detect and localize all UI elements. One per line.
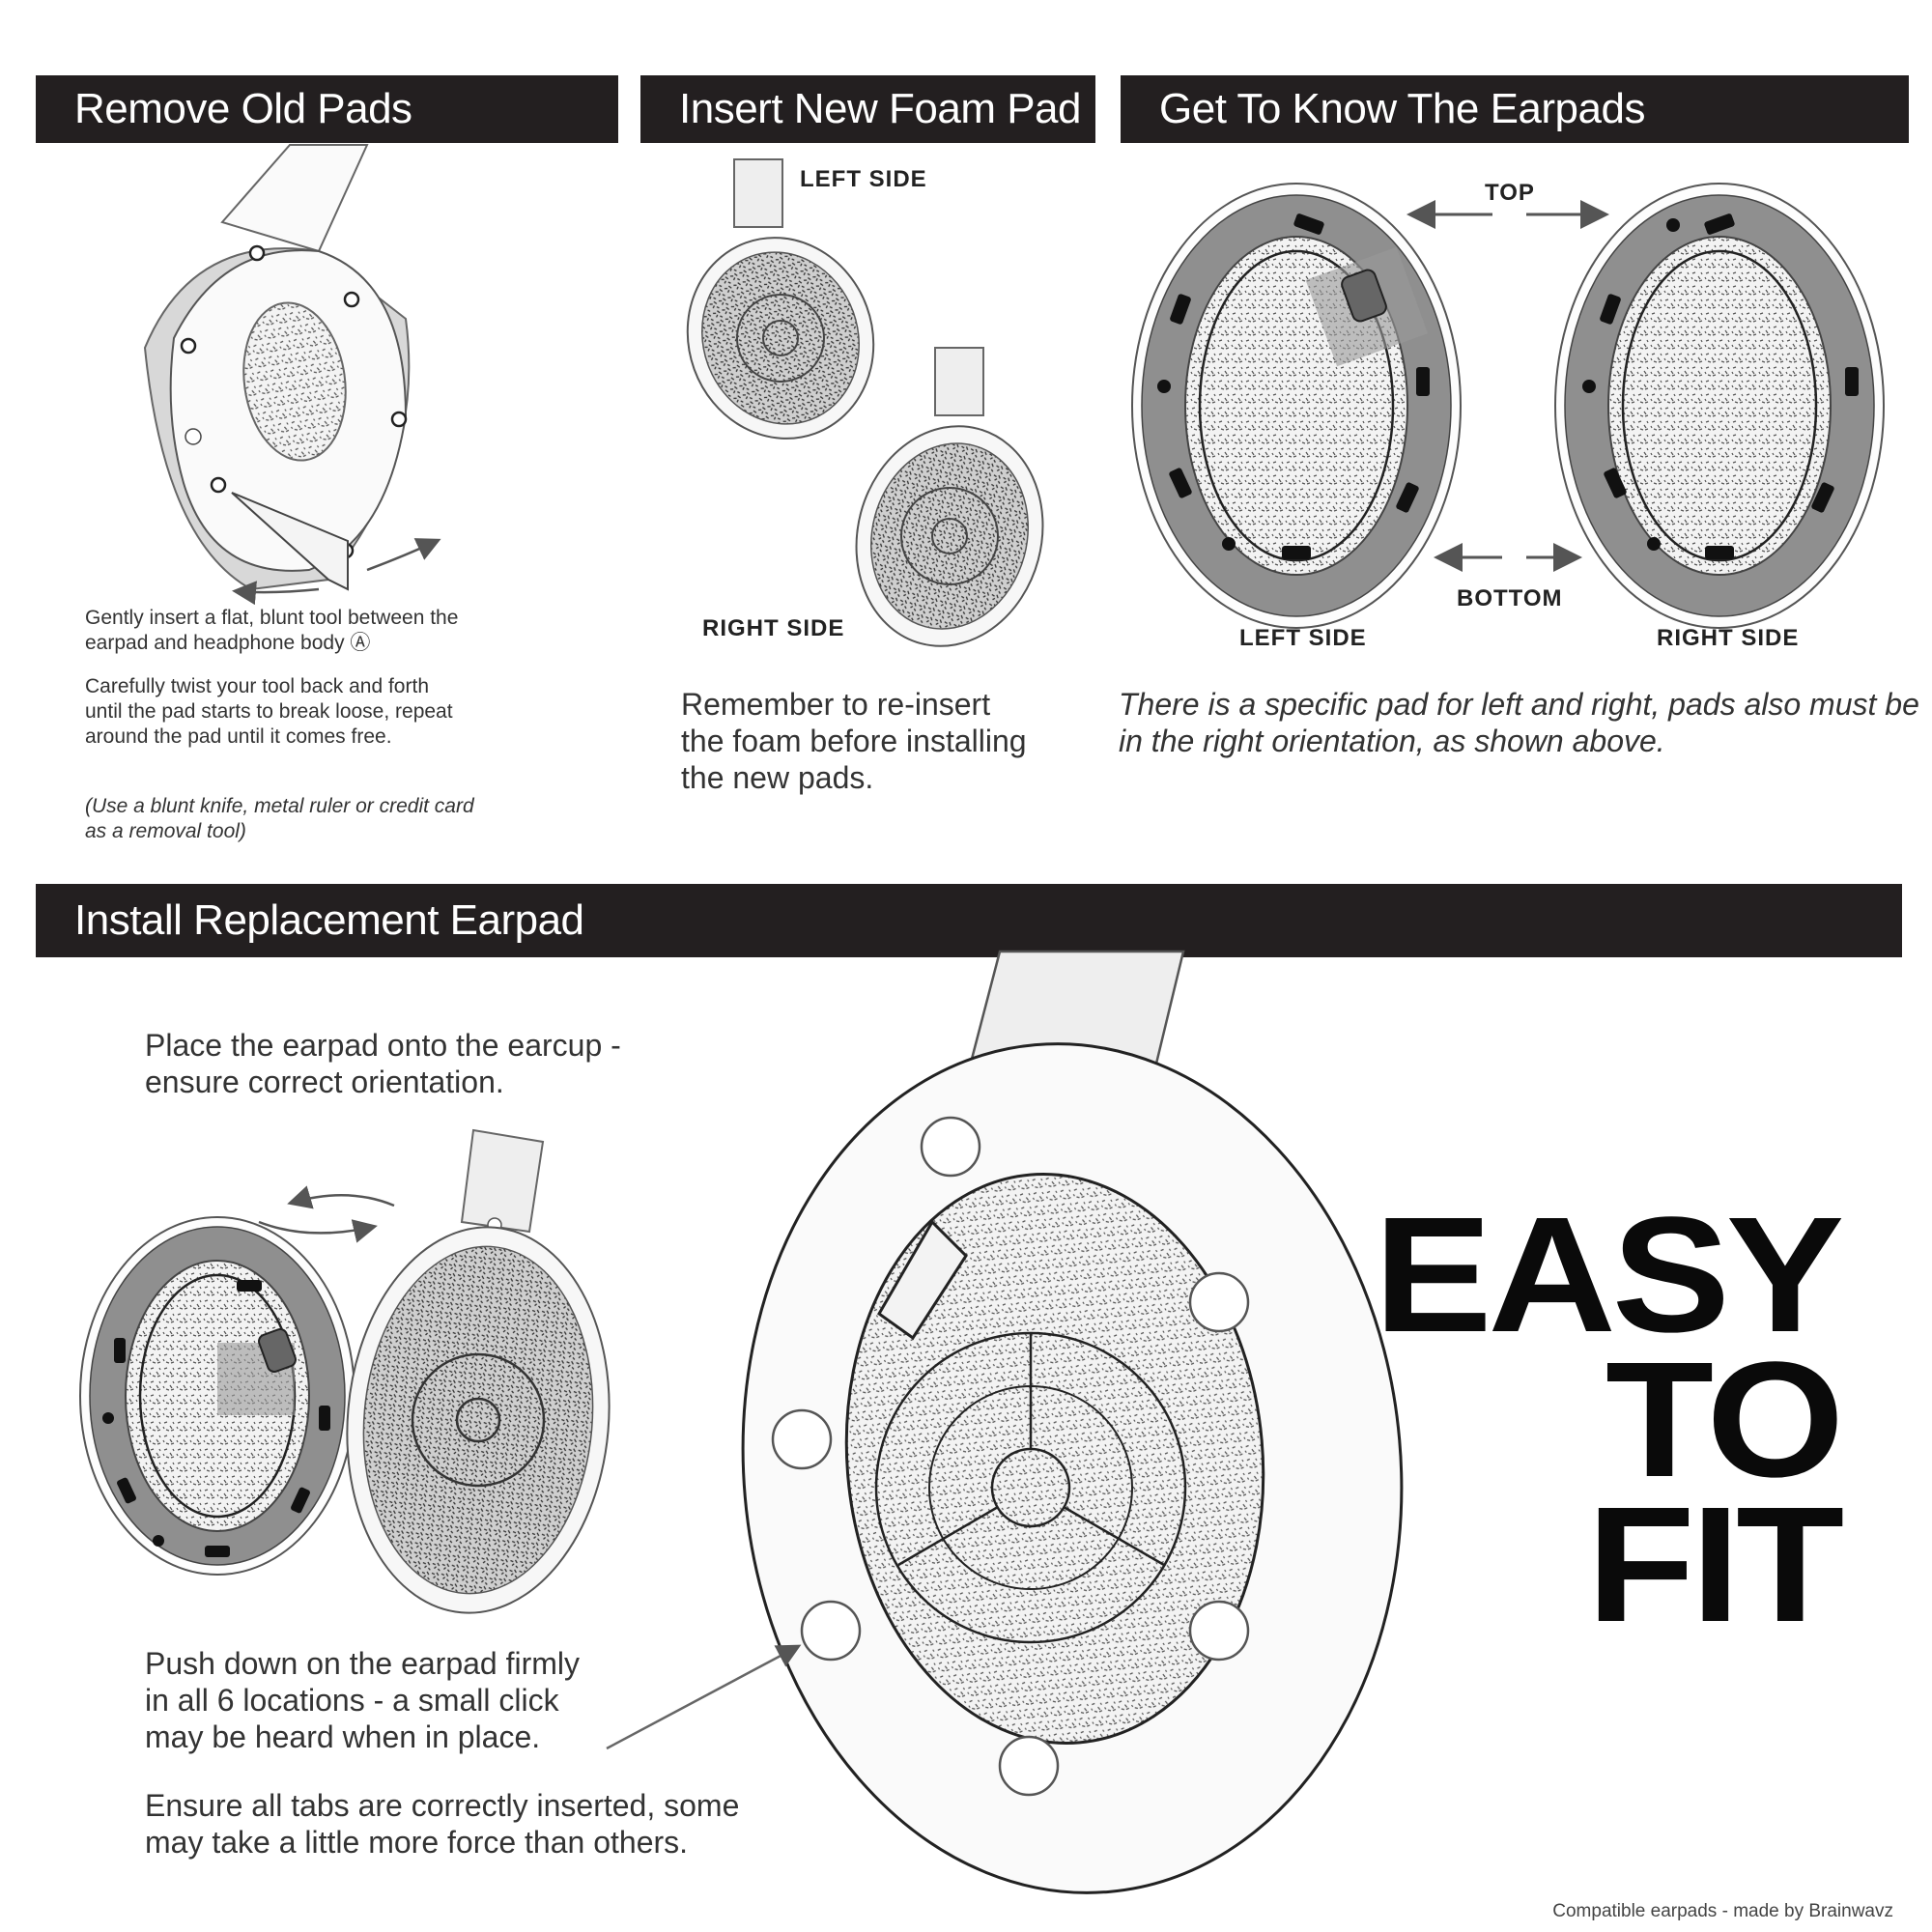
know-bottom-label: BOTTOM	[1457, 585, 1563, 611]
header-title: Remove Old Pads	[74, 85, 412, 132]
header-install-earpad: Install Replacement Earpad	[36, 884, 1902, 957]
header-title: Insert New Foam Pad	[679, 85, 1082, 132]
foam-text: Remember to re-insert the foam before in…	[681, 687, 1027, 795]
install-step-2: Push down on the earpad firmly in all 6 …	[145, 1646, 581, 1754]
header-title: Install Replacement Earpad	[74, 896, 584, 944]
foam-left-label: LEFT SIDE	[800, 166, 927, 192]
know-left-pad	[1131, 183, 1462, 629]
remove-headphone-illustration	[143, 144, 441, 606]
header-insert-foam: Insert New Foam Pad	[640, 75, 1095, 143]
remove-step-1: Gently insert a flat, blunt tool between…	[85, 607, 459, 654]
know-right-pad	[1554, 183, 1885, 629]
know-left-label: LEFT SIDE	[1239, 625, 1367, 651]
install-large-earcup	[606, 950, 1404, 1894]
remove-step-2: Carefully twist your tool back and forth…	[85, 675, 453, 748]
foam-right-earcup	[855, 347, 1044, 647]
foam-right-label: RIGHT SIDE	[702, 615, 845, 641]
header-remove-old-pads: Remove Old Pads	[36, 75, 618, 143]
easy-to-fit-slogan: EASY TO FIT	[1374, 1183, 1844, 1657]
foam-left-earcup	[686, 158, 875, 440]
install-earcup-small	[258, 1128, 611, 1614]
remove-note: (Use a blunt knife, metal ruler or credi…	[85, 795, 474, 842]
header-know-earpads: Get To Know The Earpads	[1121, 75, 1909, 143]
footer-credit: Compatible earpads - made by Brainwavz	[1552, 1901, 1893, 1921]
install-pad-small	[79, 1216, 355, 1576]
install-step-3: Ensure all tabs are correctly inserted, …	[145, 1788, 740, 1860]
know-right-label: RIGHT SIDE	[1657, 625, 1800, 651]
know-top-label: TOP	[1485, 180, 1535, 206]
know-orientation-arrows	[1406, 200, 1609, 572]
know-text: There is a specific pad for left and rig…	[1119, 687, 1919, 758]
install-step-1: Place the earpad onto the earcup - ensur…	[145, 1028, 621, 1099]
header-title: Get To Know The Earpads	[1159, 85, 1645, 132]
